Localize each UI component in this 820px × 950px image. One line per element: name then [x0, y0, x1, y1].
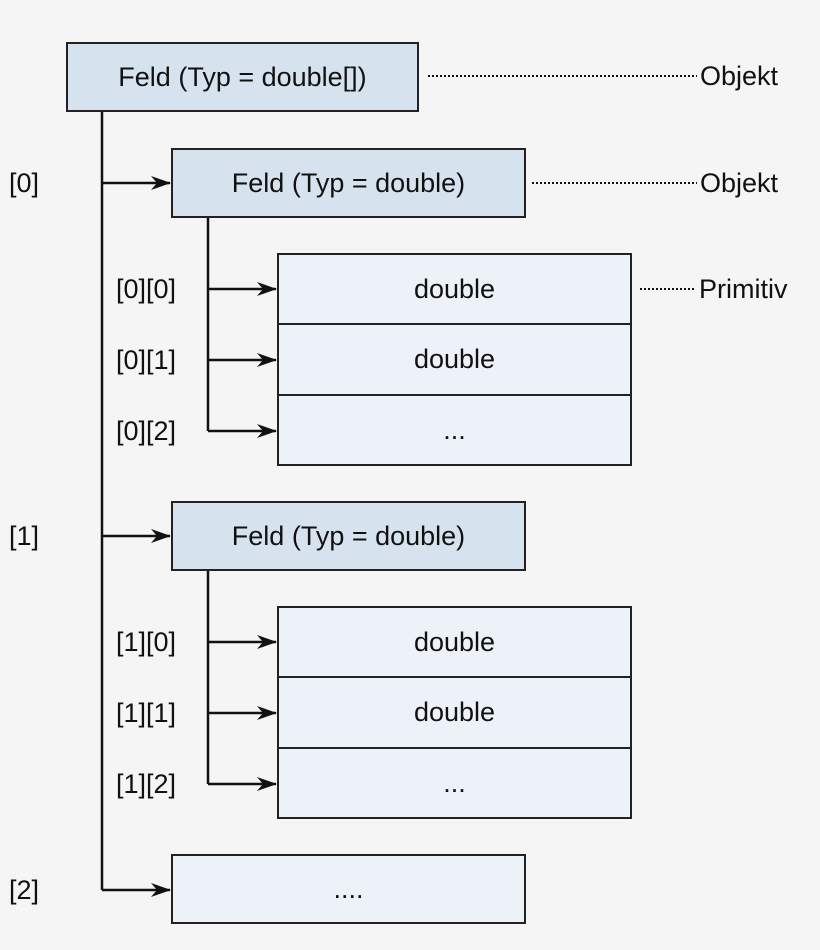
- cell-box-1-1: double: [277, 676, 632, 749]
- row-array-label-2: ....: [333, 873, 364, 904]
- cell-box-0-2: ...: [277, 394, 632, 466]
- annotation-cell: Primitiv: [699, 274, 788, 304]
- cell-value-0-2: ...: [443, 414, 466, 445]
- annotation-row: Objekt: [700, 168, 779, 198]
- cell-box-0-1: double: [277, 323, 632, 396]
- row-array-box-2: ....: [171, 854, 526, 924]
- cell-box-1-2: ...: [277, 747, 632, 819]
- row-array-box-1: Feld (Typ = double): [171, 501, 526, 571]
- cell-value-1-1: double: [413, 697, 496, 727]
- cell-index-1-2: [1][2]: [116, 769, 177, 799]
- outer-array-box: Feld (Typ = double[]): [66, 42, 419, 112]
- cell-index-0-1: [0][1]: [116, 345, 177, 375]
- cell-index-0-2: [0][2]: [116, 416, 177, 446]
- cell-value-1-0: double: [413, 626, 496, 657]
- row-array-label-1: Feld (Typ = double): [231, 520, 466, 551]
- cell-value-0-0: double: [413, 273, 496, 304]
- row-index-2: [2]: [9, 875, 40, 905]
- cell-index-0-0: [0][0]: [116, 274, 177, 304]
- row-index-1: [1]: [9, 521, 40, 551]
- row-array-label-0: Feld (Typ = double): [231, 167, 466, 198]
- cell-value-0-1: double: [413, 344, 496, 374]
- outer-array-label: Feld (Typ = double[]): [118, 61, 367, 92]
- annotation-outer: Objekt: [700, 61, 779, 91]
- row-array-box-0: Feld (Typ = double): [171, 148, 526, 218]
- cell-index-1-1: [1][1]: [116, 698, 177, 728]
- cell-value-1-2: ...: [443, 767, 466, 798]
- cell-index-1-0: [1][0]: [116, 627, 177, 657]
- cell-box-1-0: double: [277, 606, 632, 678]
- row-index-0: [0]: [9, 168, 40, 198]
- cell-box-0-0: double: [277, 253, 632, 325]
